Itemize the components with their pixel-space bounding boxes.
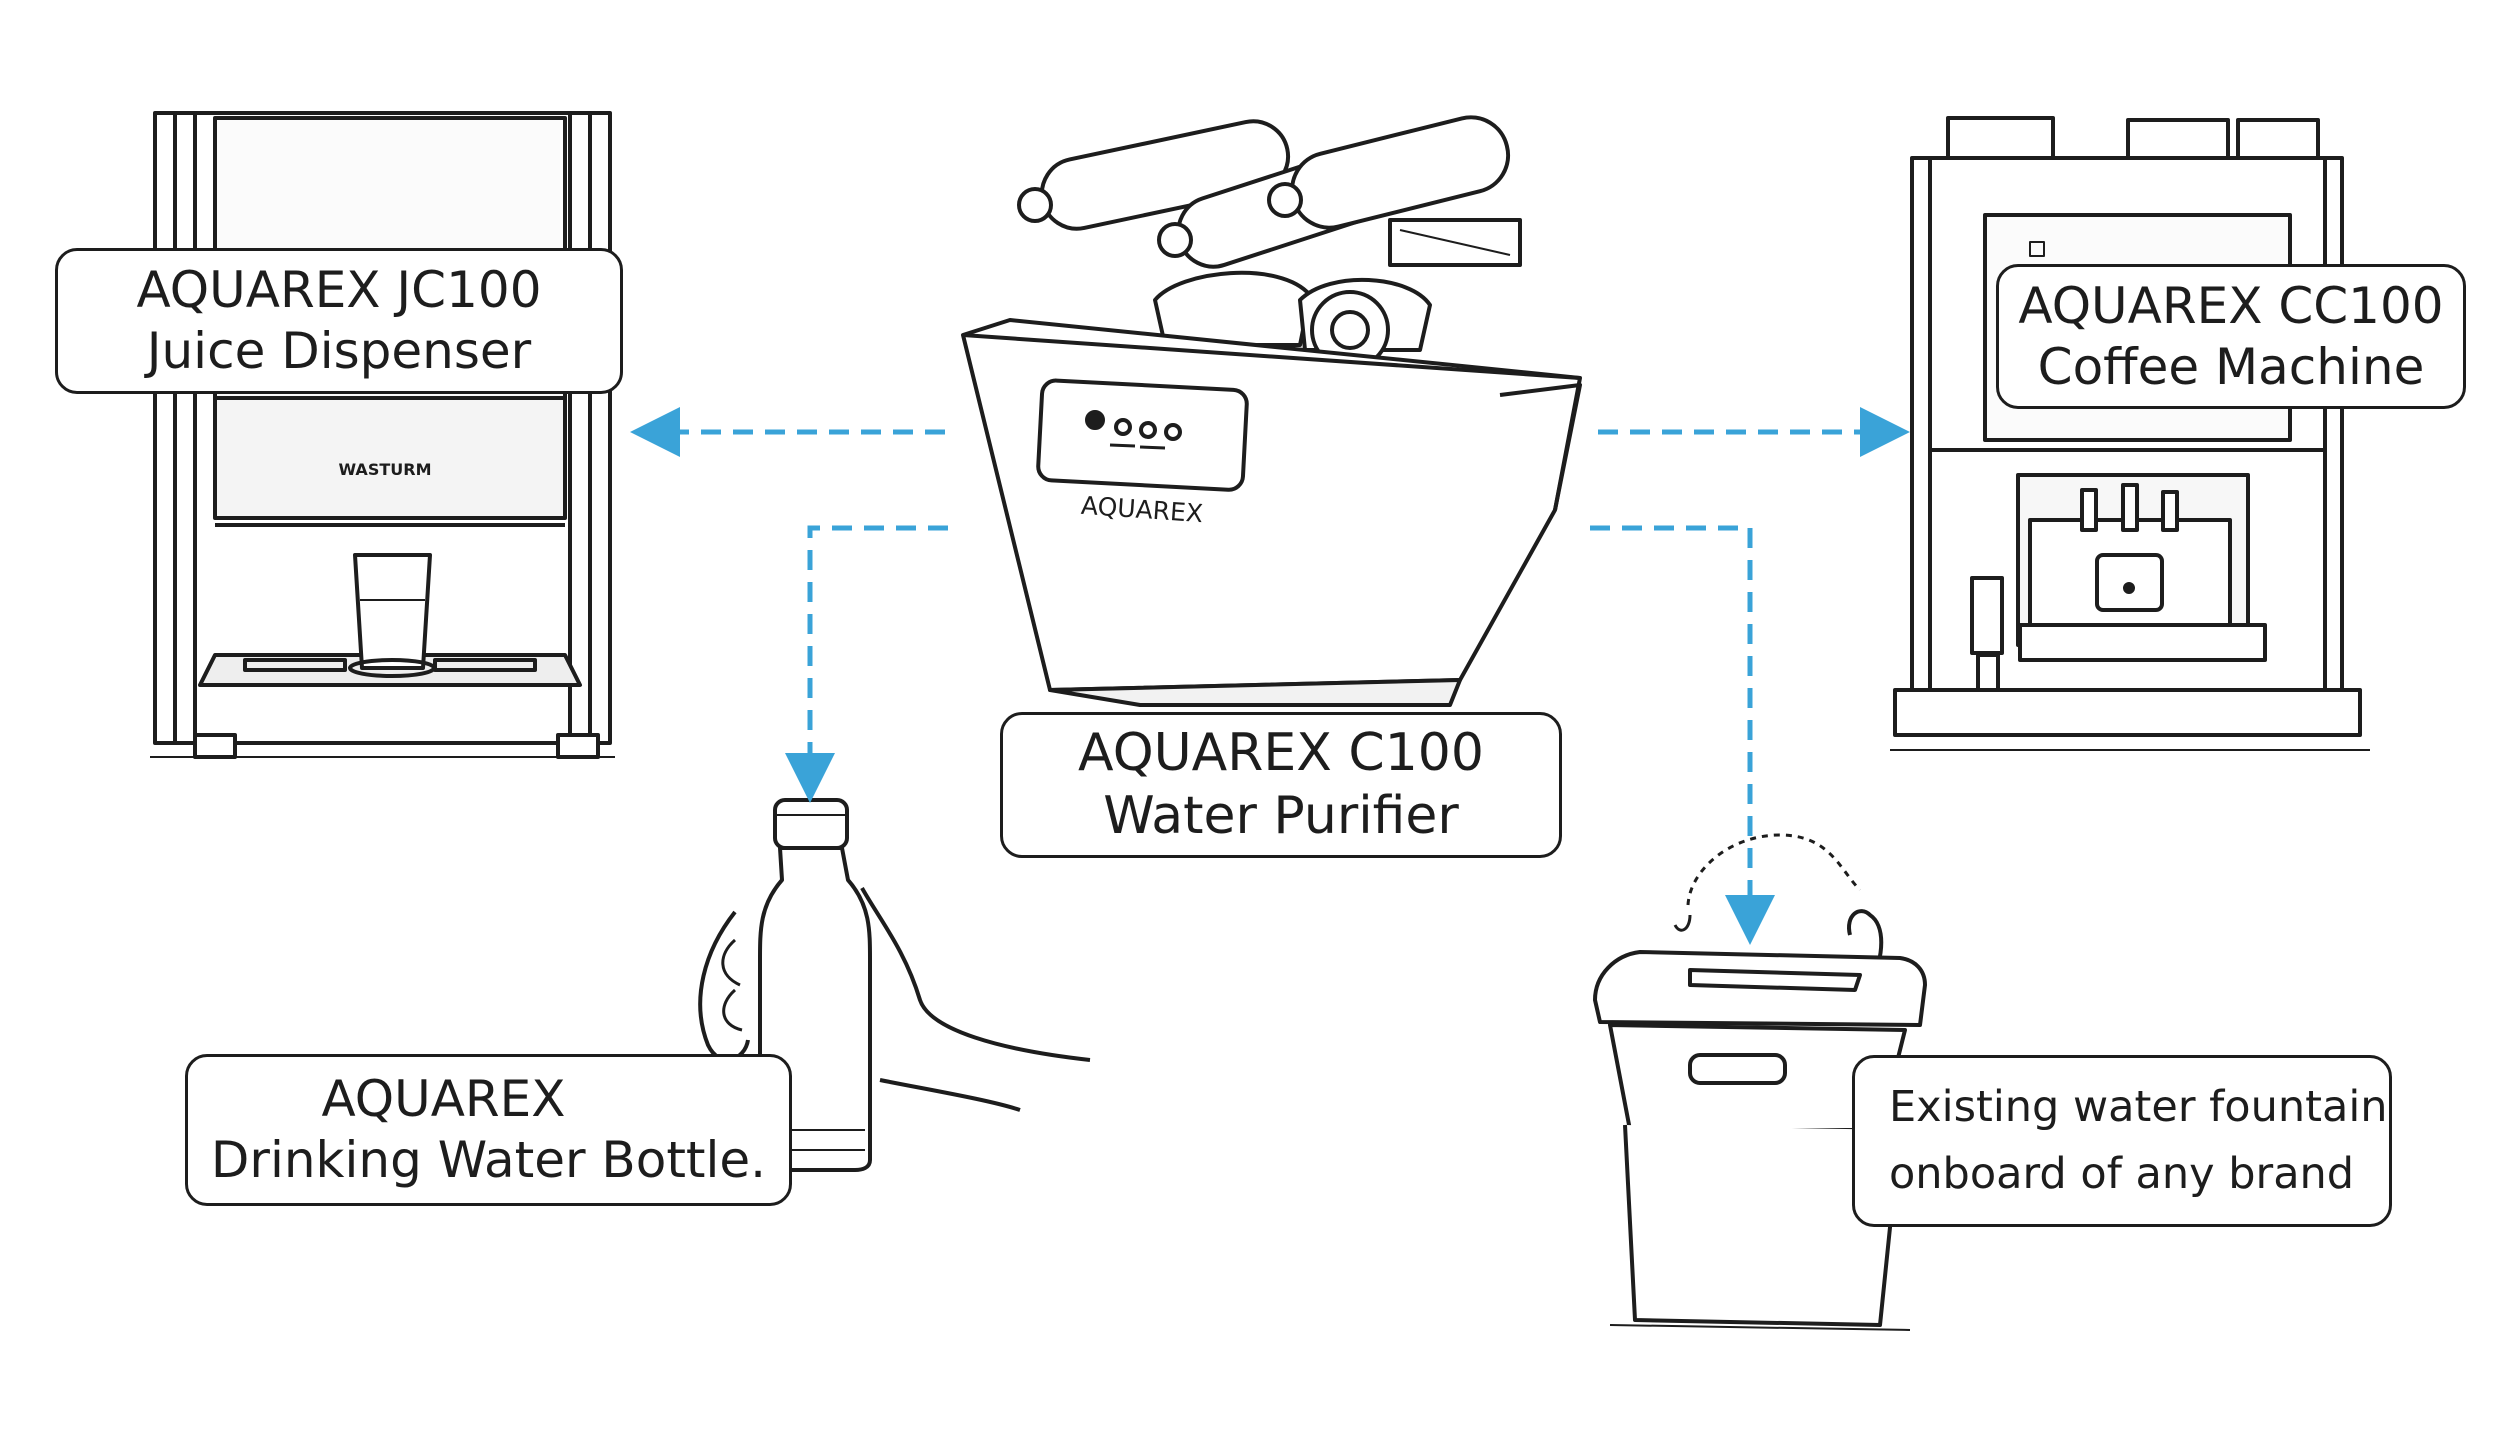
drinking-bottle-label-line1: AQUAREX	[321, 1070, 566, 1128]
water-fountain-label-line1: Existing water fountain	[1889, 1082, 2388, 1133]
connector-lines	[630, 407, 1910, 945]
water-fountain-illustration	[1593, 833, 1927, 1331]
juice-dispenser-label-line2: Juice Dispenser	[146, 322, 532, 380]
coffee-machine-label-line1: AQUAREX CC100	[2018, 276, 2444, 335]
water-fountain-label: Existing water fountain onboard of any b…	[1852, 1055, 2392, 1227]
juice-dispenser-label-line1: AQUAREX JC100	[136, 261, 542, 319]
water-purifier-label-line2: Water Purifier	[1103, 786, 1459, 846]
water-fountain-label-line2: onboard of any brand	[1889, 1149, 2355, 1199]
connector-to-water-fountain	[1590, 525, 1775, 945]
coffee-machine-label: AQUAREX CC100 Coffee Machine	[1996, 264, 2466, 409]
water-purifier-label: AQUAREX C100 Water Purifier	[1000, 712, 1562, 858]
coffee-machine-illustration	[1890, 116, 2370, 751]
juice-panel-logo: WASTURM	[339, 460, 432, 479]
coffee-machine-label-line2: Coffee Machine	[2037, 337, 2425, 396]
water-purifier-label-line1: AQUAREX C100	[1078, 722, 1484, 783]
juice-dispenser-illustration: WASTURM	[150, 111, 615, 759]
juice-dispenser-label: AQUAREX JC100 Juice Dispenser	[55, 248, 623, 394]
drinking-bottle-label: AQUAREX Drinking Water Bottle.	[185, 1054, 792, 1206]
drinking-bottle-label-line2: Drinking Water Bottle.	[210, 1131, 767, 1189]
water-purifier-illustration: AQUAREX	[961, 115, 1582, 707]
connector-to-drinking-bottle	[785, 525, 948, 803]
